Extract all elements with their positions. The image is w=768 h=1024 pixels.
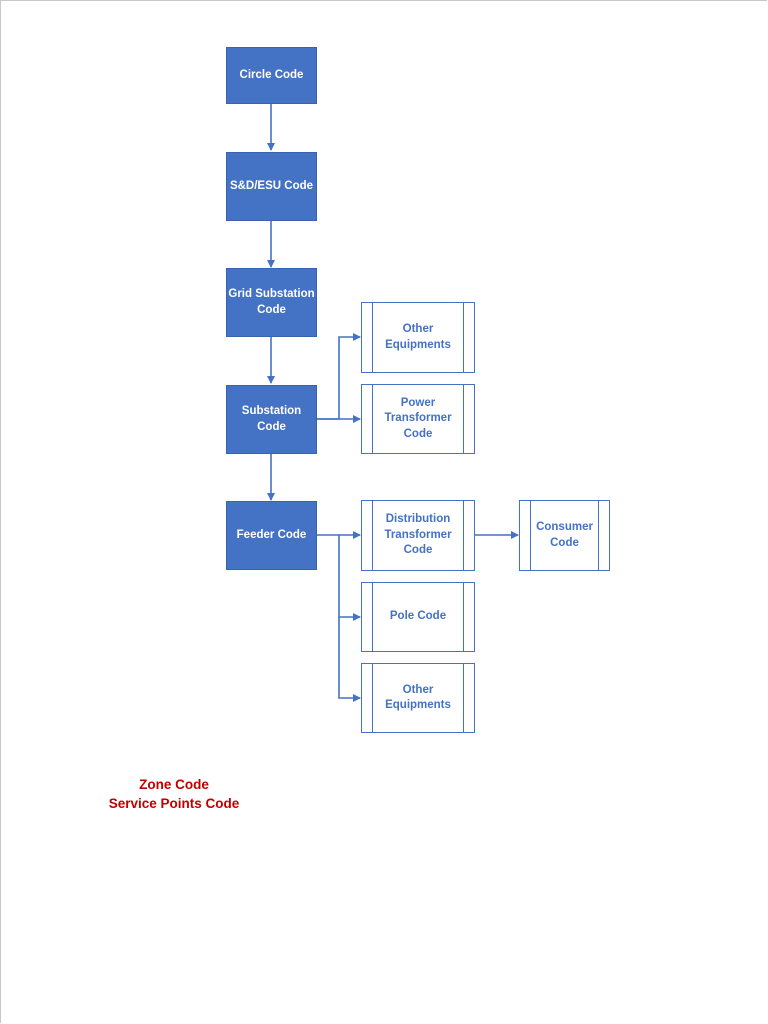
- grid-substation-code-node: Grid Substation Code: [226, 268, 317, 337]
- other-equipments-node-bottom: Other Equipments: [361, 663, 475, 733]
- feeder-code-node: Feeder Code: [226, 501, 317, 570]
- feeder-code-label: Feeder Code: [236, 528, 307, 541]
- consumer-code-node: Consumer Code: [519, 500, 610, 571]
- zone-code-note: Zone Code: [139, 777, 209, 792]
- circle-code-label: Circle Code: [239, 68, 304, 81]
- other-equipments-node-top: Other Equipments: [361, 302, 475, 373]
- consumer-code-label: Consumer Code: [536, 521, 593, 549]
- distribution-transformer-code-node: Distribution Transformer Code: [361, 500, 475, 571]
- pole-code-node: Pole Code: [361, 582, 475, 652]
- substation-code-label: Substation Code: [241, 405, 302, 433]
- arrow-feeder-to-other-equipments: [338, 617, 361, 702]
- pole-code-label: Pole Code: [389, 610, 447, 623]
- other-equipments-label-top: Other Equipments: [385, 323, 451, 351]
- substation-code-node: Substation Code: [226, 385, 317, 454]
- grid-substation-code-label: Grid Substation Code: [228, 288, 315, 316]
- arrow-substation-to-other-equipments: [317, 333, 361, 420]
- power-transformer-code-label: Power Transformer Code: [384, 396, 452, 440]
- distribution-transformer-code-label: Distribution Transformer Code: [384, 513, 452, 557]
- sd-esu-code-node: S&D/ESU Code: [226, 152, 317, 221]
- sd-esu-code-label: S&D/ESU Code: [229, 179, 314, 192]
- service-points-code-note: Service Points Code: [108, 796, 240, 811]
- power-transformer-code-node: Power Transformer Code: [361, 384, 475, 454]
- other-equipments-label-bottom: Other Equipments: [385, 683, 451, 712]
- arrow-feeder-to-pole: [338, 535, 361, 621]
- circle-code-node: Circle Code: [226, 47, 317, 104]
